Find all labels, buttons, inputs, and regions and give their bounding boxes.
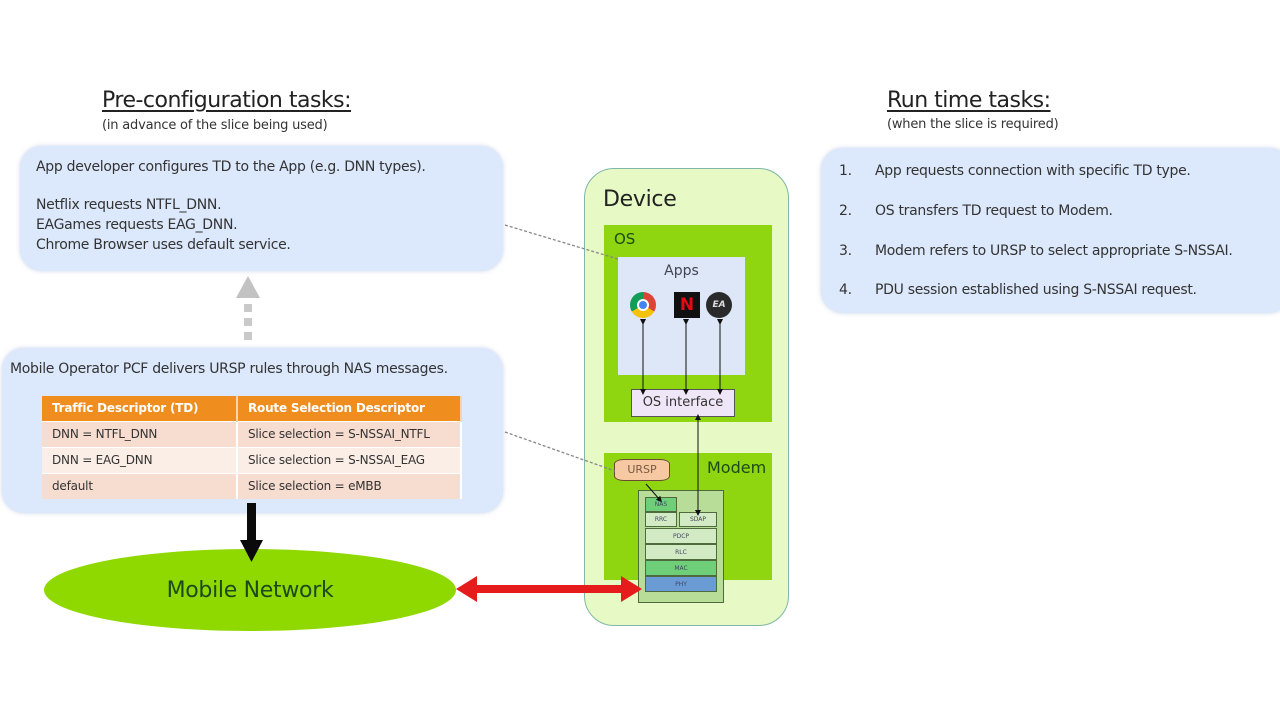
table-cell: DNN = NTFL_DNN (42, 420, 238, 447)
layer-mac: MAC (645, 560, 717, 576)
device-title: Device (603, 187, 677, 212)
app-developer-box: App developer configures TD to the App (… (20, 146, 503, 271)
os-label: OS (614, 230, 636, 248)
app-dev-line-4: Chrome Browser uses default service. (36, 237, 291, 253)
modem-label: Modem (707, 458, 767, 477)
table-row: DNN = EAG_DNN Slice selection = S-NSSAI_… (42, 446, 462, 473)
table-row: DNN = NTFL_DNN Slice selection = S-NSSAI… (42, 420, 462, 447)
protocol-stack: NAS RRC SDAP PDCP RLC MAC PHY (638, 490, 724, 603)
step-text: PDU session established using S-NSSAI re… (875, 282, 1197, 298)
step-number: 1. (839, 163, 852, 179)
step-number: 3. (839, 243, 852, 259)
layer-phy: PHY (645, 576, 717, 592)
step-number: 2. (839, 203, 852, 219)
netflix-icon[interactable]: N (674, 292, 700, 318)
apps-label: Apps (664, 263, 699, 279)
table-cell: Slice selection = eMBB (237, 472, 462, 499)
run-time-step: 3. Modem refers to URSP to select appropr… (839, 243, 1233, 259)
app-dev-line-1: App developer configures TD to the App (… (36, 159, 426, 175)
pre-config-heading: Pre-configuration tasks: (102, 88, 352, 113)
operator-box: Mobile Operator PCF delivers URSP rules … (2, 348, 503, 513)
apps-box: Apps N EA (618, 257, 745, 375)
ursp-rules-table: Traffic Descriptor (TD) Route Selection … (42, 396, 462, 499)
table-header-rsd: Route Selection Descriptor (237, 396, 462, 421)
run-time-heading: Run time tasks: (887, 88, 1051, 113)
layer-rrc: RRC (645, 512, 677, 527)
step-number: 4. (839, 282, 852, 298)
os-box: OS Apps N EA OS interface (604, 225, 772, 422)
run-time-step: 2. OS transfers TD request to Modem. (839, 203, 1113, 219)
run-time-subheading: (when the slice is required) (887, 117, 1059, 132)
mobile-network-node: Mobile Network (44, 549, 456, 631)
layer-rlc: RLC (645, 544, 717, 560)
ursp-database-icon: URSP (614, 459, 670, 481)
table-header-td: Traffic Descriptor (TD) (42, 396, 238, 421)
modem-box: Modem URSP NAS RRC SDAP PDCP RLC MAC PHY (604, 453, 772, 603)
table-cell: Slice selection = S-NSSAI_NTFL (237, 420, 462, 447)
chrome-icon[interactable] (630, 292, 656, 318)
ea-games-icon[interactable]: EA (706, 292, 732, 318)
table-header-row: Traffic Descriptor (TD) Route Selection … (42, 396, 462, 421)
mobile-network-label: Mobile Network (166, 577, 334, 603)
os-interface-box: OS interface (631, 389, 735, 417)
layer-sdap: SDAP (679, 512, 717, 527)
app-dev-line-2: Netflix requests NTFL_DNN. (36, 197, 222, 213)
run-time-step: 1. App requests connection with specific … (839, 163, 1191, 179)
table-cell: default (42, 472, 238, 499)
app-dev-line-3: EAGames requests EAG_DNN. (36, 217, 238, 233)
step-text: App requests connection with specific TD… (875, 163, 1191, 179)
table-cell: DNN = EAG_DNN (42, 446, 238, 473)
pre-config-subheading: (in advance of the slice being used) (102, 118, 328, 133)
run-time-step: 4. PDU session established using S-NSSAI … (839, 282, 1197, 298)
table-row: default Slice selection = eMBB (42, 472, 462, 499)
layer-nas: NAS (645, 497, 677, 512)
layer-pdcp: PDCP (645, 528, 717, 544)
dashed-up-arrow (236, 276, 260, 340)
step-text: OS transfers TD request to Modem. (875, 203, 1113, 219)
table-cell: Slice selection = S-NSSAI_EAG (237, 446, 462, 473)
operator-box-title: Mobile Operator PCF delivers URSP rules … (10, 361, 448, 377)
run-time-steps-box: 1. App requests connection with specific … (821, 148, 1280, 313)
device-box: Device OS Apps N EA OS interface Modem U… (584, 168, 789, 626)
step-text: Modem refers to URSP to select appropria… (875, 243, 1233, 259)
